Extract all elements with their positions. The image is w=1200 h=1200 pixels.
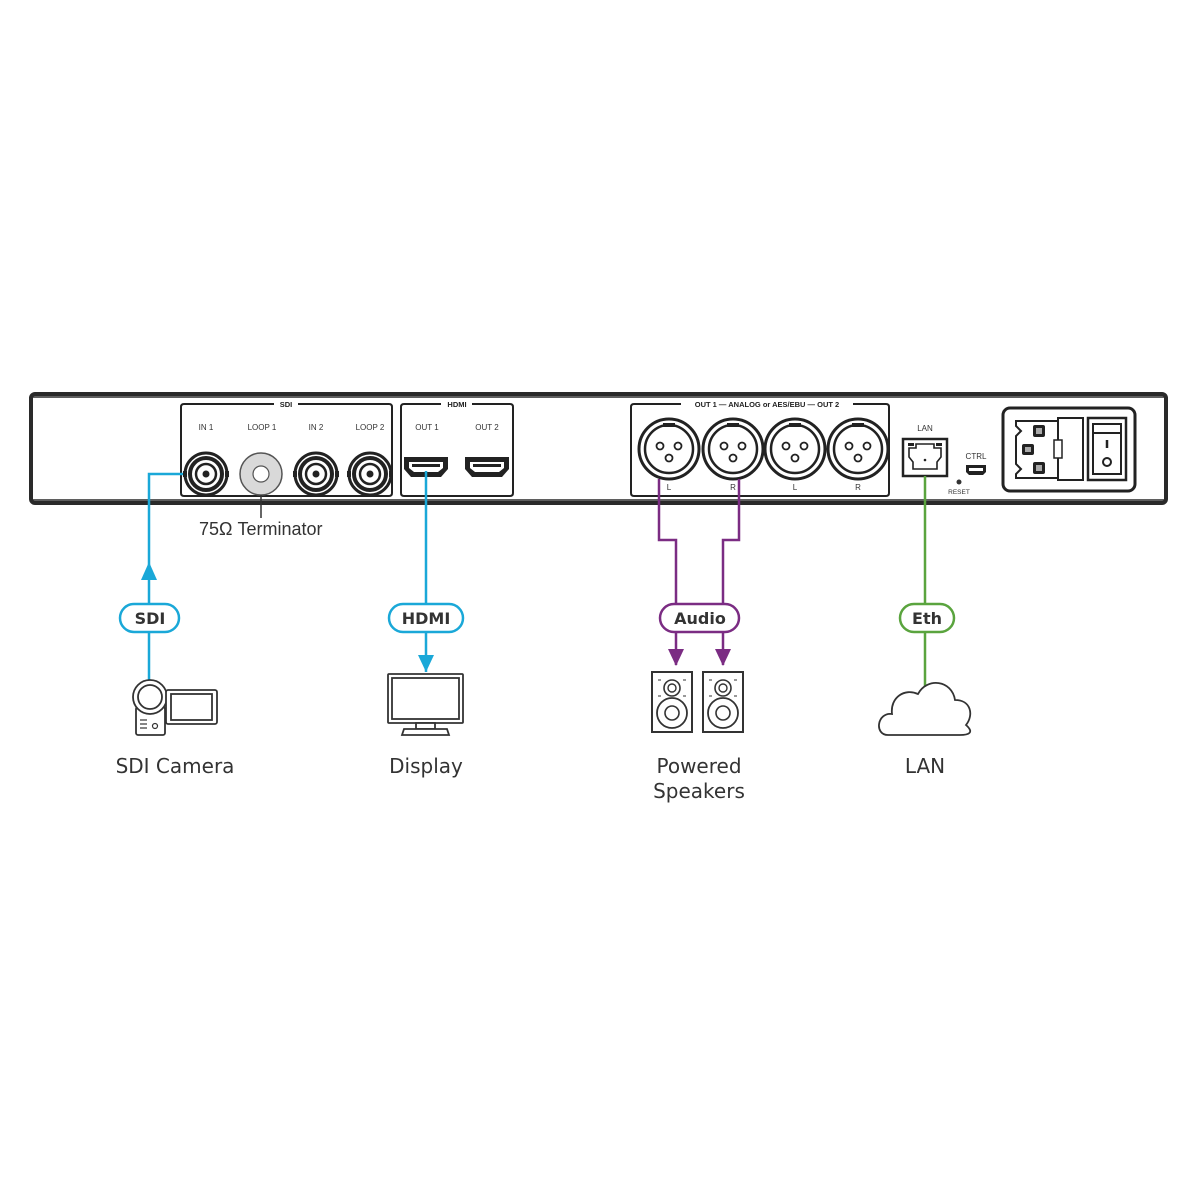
- sdi-port-label: IN 1: [199, 423, 214, 432]
- camera-icon: [132, 679, 218, 736]
- terminator-cap: [239, 452, 283, 496]
- sdi-arrow-icon: [141, 562, 157, 580]
- audio-channel-label: R: [855, 483, 861, 492]
- sdi-camera-label: SDI Camera: [116, 754, 235, 778]
- display-label: Display: [389, 754, 463, 778]
- hdmi-port-label: OUT 1: [415, 423, 439, 432]
- audio-section: OUT 1 — ANALOG or AES/EBU — OUT 2 L R L …: [630, 400, 890, 497]
- lan-port-label: LAN: [917, 424, 933, 433]
- powered-speakers-label-line2: Speakers: [653, 779, 745, 803]
- audio-arrow-icon: [668, 649, 684, 666]
- hdmi-section: HDMI OUT 1 OUT 2: [400, 400, 514, 497]
- audio-cable-left: [657, 479, 678, 665]
- audio-pill-label: Audio: [674, 609, 726, 628]
- sdi-section-label: SDI: [280, 400, 293, 409]
- hdmi-port-out2[interactable]: [465, 457, 509, 477]
- sdi-pill: SDI: [118, 602, 181, 634]
- audio-channel-label: L: [793, 483, 798, 492]
- sdi-cable: [147, 472, 183, 690]
- sdi-section: SDI IN 1 LOOP 1 IN 2 LOOP 2: [180, 400, 395, 497]
- audio-arrow-icon: [715, 649, 731, 666]
- display-icon: [387, 673, 464, 736]
- eth-pill: Eth: [898, 602, 956, 634]
- sdi-port-label: LOOP 2: [356, 423, 385, 432]
- hdmi-pill-label: HDMI: [402, 609, 451, 628]
- hdmi-section-label: HDMI: [447, 400, 466, 409]
- lan-port[interactable]: [901, 437, 949, 478]
- bnc-connector-in2[interactable]: [291, 451, 341, 497]
- sdi-port-label: LOOP 1: [248, 423, 277, 432]
- ctrl-usb-port[interactable]: [966, 465, 986, 475]
- audio-channel-label: R: [730, 483, 736, 492]
- ctrl-port-label: CTRL: [966, 452, 987, 461]
- terminator-label: 75Ω Terminator: [199, 519, 323, 539]
- audio-channel-label: L: [667, 483, 672, 492]
- lan-label: LAN: [905, 754, 945, 778]
- xlr-connector-out2-r[interactable]: [826, 417, 890, 481]
- power-module: [1001, 406, 1137, 493]
- power-switch[interactable]: [1086, 416, 1128, 482]
- eth-pill-label: Eth: [912, 609, 942, 628]
- hdmi-arrow-icon: [418, 655, 434, 672]
- bnc-connector-in1[interactable]: [181, 451, 231, 497]
- bnc-connector-loop2[interactable]: [345, 451, 395, 497]
- audio-section-label: OUT 1 — ANALOG or AES/EBU — OUT 2: [695, 400, 839, 409]
- reset-button[interactable]: [956, 479, 962, 485]
- audio-cable-right: [721, 479, 741, 665]
- xlr-connector-out1-l[interactable]: [637, 417, 701, 481]
- speaker-icon: [651, 671, 744, 733]
- sdi-pill-label: SDI: [135, 609, 166, 628]
- cloud-icon: [878, 682, 972, 736]
- audio-pill: Audio: [658, 602, 741, 634]
- xlr-connector-out1-r[interactable]: [701, 417, 765, 481]
- reset-label: RESET: [948, 489, 970, 496]
- hdmi-port-label: OUT 2: [475, 423, 499, 432]
- cable-lines: [141, 471, 927, 690]
- powered-speakers-label-line1: Powered: [656, 754, 741, 778]
- hdmi-pill: HDMI: [387, 602, 465, 634]
- xlr-connector-out2-l[interactable]: [763, 417, 827, 481]
- sdi-port-label: IN 2: [309, 423, 324, 432]
